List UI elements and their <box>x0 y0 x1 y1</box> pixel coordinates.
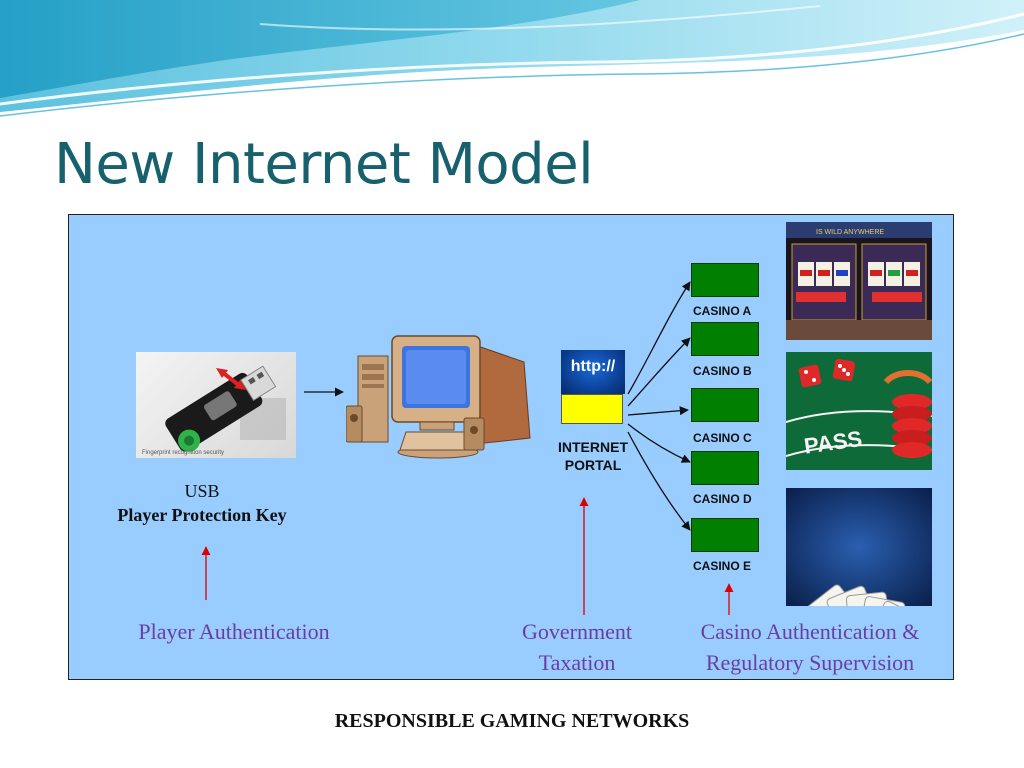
internet-portal-label: INTERNET PORTAL <box>540 438 646 474</box>
craps-table-photo: PASS <box>786 352 932 470</box>
portal-label-line2: PORTAL <box>564 457 622 473</box>
slide-footer: RESPONSIBLE GAMING NETWORKS <box>334 710 690 732</box>
gov-label-line2: Taxation <box>538 650 616 675</box>
casino-label-a: CASINO A <box>693 304 752 318</box>
casino-label-b: CASINO B <box>693 364 752 378</box>
header-wave-decoration <box>0 0 1024 117</box>
http-icon: http:// <box>561 350 625 394</box>
computer-icon <box>345 335 531 459</box>
casino-authentication-label: Casino Authentication & Regulatory Super… <box>668 616 952 678</box>
casino-label-c: CASINO C <box>693 431 752 445</box>
usb-label-line1: USB <box>184 481 220 501</box>
casino-box-d <box>691 451 759 485</box>
portal-yellow-box <box>561 394 623 424</box>
usb-drive-icon <box>165 365 286 452</box>
gov-label-line1: Government <box>522 619 632 644</box>
usb-key-image: Fingerprint recognition security <box>136 352 296 458</box>
casino-box-c <box>691 388 759 422</box>
casino-box-a <box>691 263 759 297</box>
casino-label-e: CASINO E <box>693 559 752 573</box>
computer-image <box>345 334 556 464</box>
slide-title: New Internet Model <box>54 132 594 197</box>
usb-label-line2: Player Protection Key <box>117 505 287 525</box>
casino-auth-line2: Regulatory Supervision <box>705 650 915 675</box>
playing-cards-photo <box>786 488 932 606</box>
portal-label-line1: INTERNET <box>558 439 628 455</box>
casino-auth-line1: Casino Authentication & <box>700 619 920 644</box>
usb-image-caption: Fingerprint recognition security <box>142 450 225 456</box>
government-taxation-label: Government Taxation <box>498 616 656 678</box>
casino-box-b <box>691 322 759 356</box>
slot-sign-text: IS WILD ANYWHERE <box>816 229 884 236</box>
casino-label-d: CASINO D <box>693 492 752 506</box>
slot-machines-photo: IS WILD ANYWHERE <box>786 222 932 340</box>
internet-portal-icon: http:// <box>561 350 627 426</box>
usb-key-label: USB Player Protection Key <box>96 479 308 527</box>
casino-box-e <box>691 518 759 552</box>
player-authentication-label: Player Authentication <box>138 619 330 644</box>
